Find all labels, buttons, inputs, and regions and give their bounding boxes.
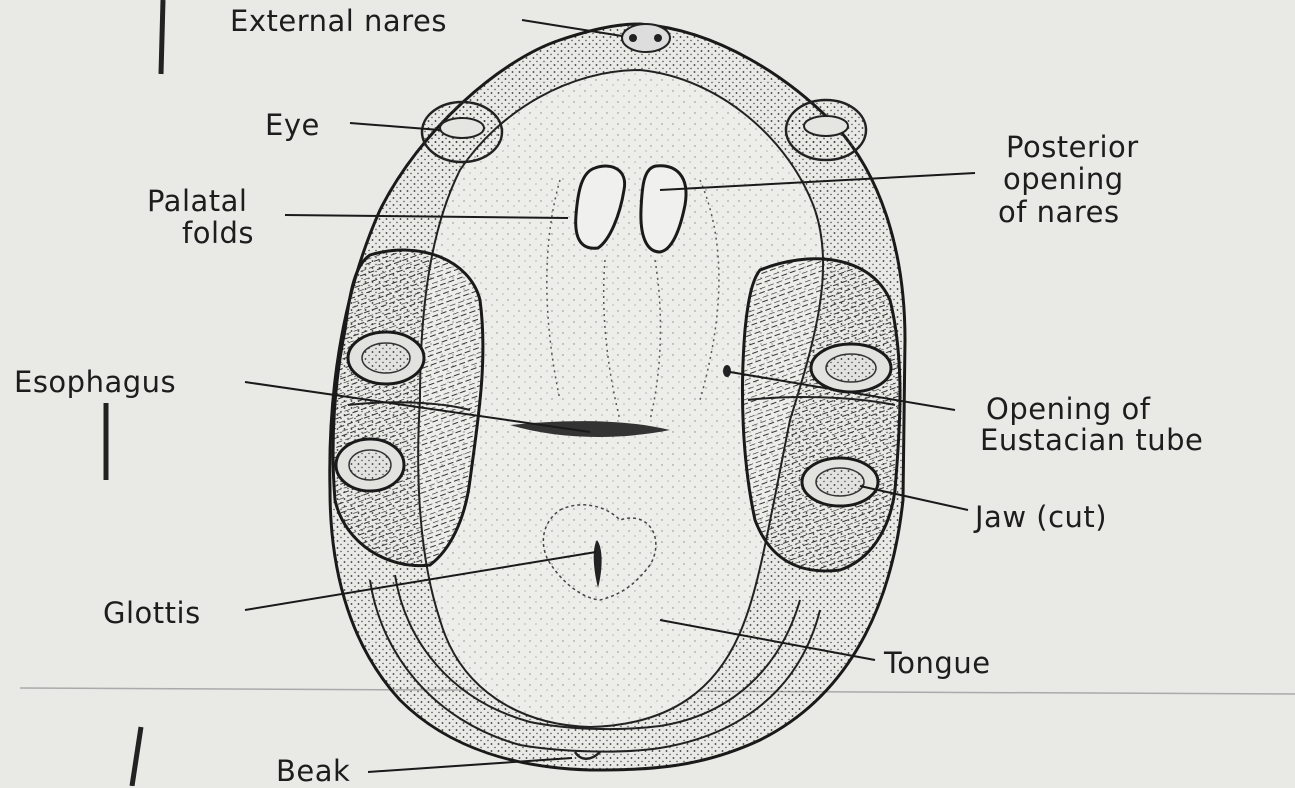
label-palatal-line2: folds — [182, 218, 254, 249]
label-eye: Eye — [265, 110, 320, 141]
label-esophagus: Esophagus — [14, 367, 176, 398]
label-tongue: Tongue — [884, 648, 991, 679]
label-external-nares: External nares — [230, 6, 447, 37]
label-glottis: Glottis — [103, 598, 201, 629]
right-jaw-muscle — [742, 259, 900, 571]
label-eustachian-line2: Eustacian tube — [980, 425, 1203, 456]
label-posterior-line2: opening — [1003, 164, 1124, 195]
eustachian-opening-shape — [723, 365, 731, 377]
external-nares-shape — [622, 24, 670, 52]
label-palatal-line1: Palatal — [147, 186, 247, 217]
label-posterior-line3: of nares — [998, 197, 1120, 228]
left-jaw-muscle — [333, 250, 483, 566]
label-jaw: Jaw (cut) — [975, 502, 1107, 533]
label-posterior-line1: Posterior — [1006, 132, 1139, 163]
label-beak: Beak — [276, 756, 350, 787]
label-eustachian-line1: Opening of — [986, 394, 1150, 425]
